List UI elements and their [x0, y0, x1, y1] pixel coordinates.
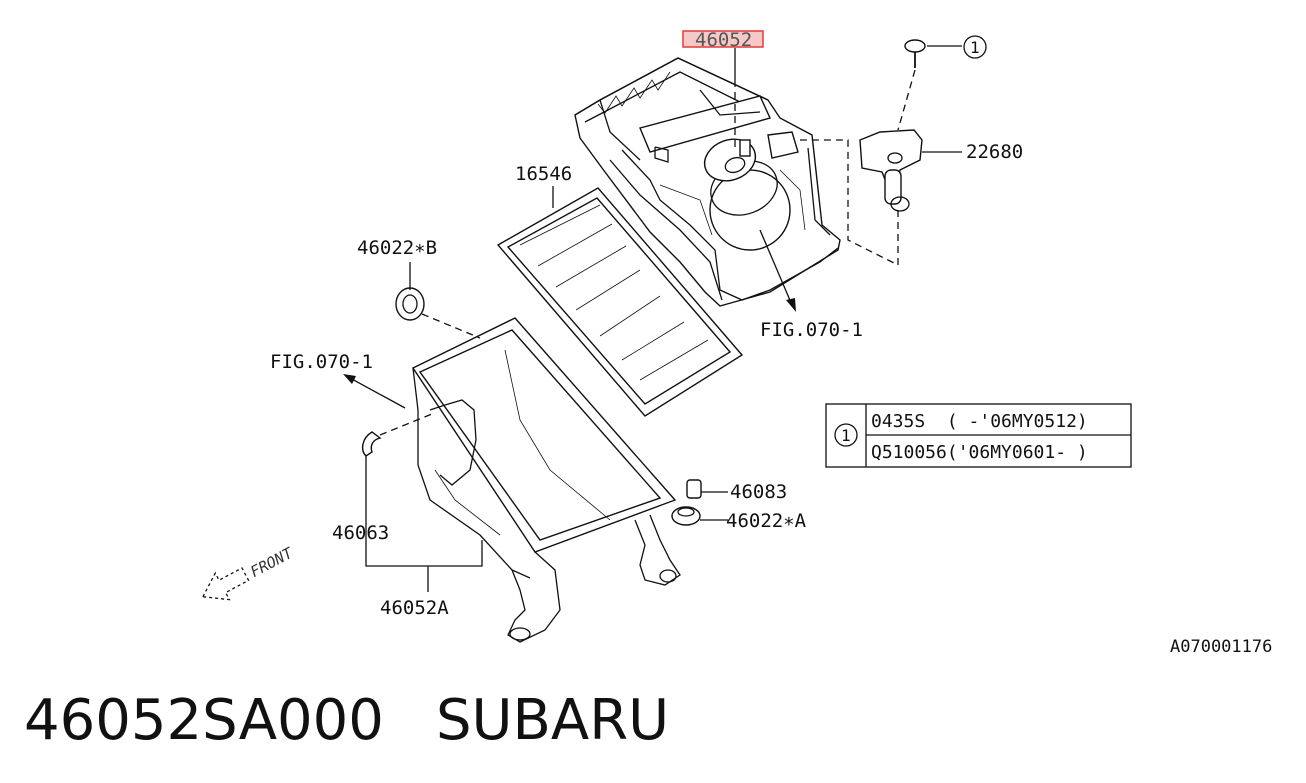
- diagram-code: A070001176: [1170, 637, 1272, 657]
- callout-46052a[interactable]: 46052A: [380, 597, 449, 619]
- part-number: 46052SA000: [24, 687, 384, 753]
- callout-46083[interactable]: 46083: [730, 481, 787, 503]
- ref-1-symbol: 1: [970, 38, 980, 57]
- brand-name: SUBARU: [435, 687, 670, 753]
- air-filter-element: [496, 187, 744, 417]
- upper-case: [574, 57, 841, 307]
- callout-22680[interactable]: 22680: [966, 141, 1023, 163]
- footer: 46052SA000 SUBARU: [24, 680, 669, 760]
- callout-16546[interactable]: 16546: [515, 163, 572, 185]
- lower-case: [411, 317, 681, 643]
- parts-diagram: 46052 1 22680 16546 46022∗B FIG.070-1 FI…: [202, 29, 1272, 657]
- reference-table: 1 0435S ( -'06MY0512) Q510056('06MY0601-…: [825, 403, 1132, 468]
- table-row: Q510056('06MY0601- ): [871, 442, 1088, 463]
- fig-ref-right[interactable]: FIG.070-1: [760, 319, 863, 341]
- fig-ref-left[interactable]: FIG.070-1: [270, 351, 373, 373]
- table-row: 0435S ( -'06MY0512): [871, 411, 1088, 432]
- callout-46022b[interactable]: 46022∗B: [357, 237, 437, 259]
- table-symbol: 1: [841, 426, 851, 445]
- callout-46052[interactable]: 46052: [695, 29, 752, 51]
- mass-airflow-sensor: [859, 129, 923, 212]
- callout-46063[interactable]: 46063: [332, 522, 389, 544]
- front-label: FRONT: [247, 544, 296, 582]
- front-arrow-icon: FRONT: [202, 544, 296, 601]
- callout-46022a[interactable]: 46022∗A: [726, 510, 807, 532]
